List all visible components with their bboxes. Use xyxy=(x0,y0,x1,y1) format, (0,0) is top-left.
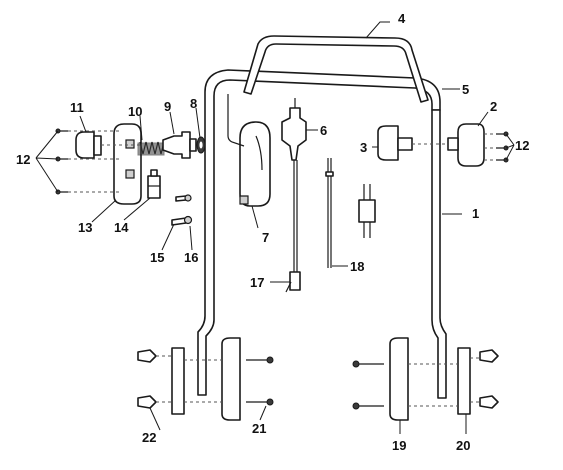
washer-8 xyxy=(196,136,206,154)
clip-14 xyxy=(147,169,161,199)
screws-15-16 xyxy=(171,194,193,226)
part-label-14: 14 xyxy=(114,220,129,235)
leader-lines xyxy=(35,21,515,434)
part-label-19: 19 xyxy=(392,438,406,453)
part-label-8: 8 xyxy=(190,96,197,111)
cap-11 xyxy=(75,131,102,159)
part-label-9: 9 xyxy=(164,99,171,114)
mounting-plate-13 xyxy=(113,123,142,205)
part-label-17: 17 xyxy=(250,275,264,290)
part-label-6: 6 xyxy=(320,123,327,138)
clamp-body-9 xyxy=(162,131,197,159)
part-label-16: 16 xyxy=(184,250,198,265)
small-screws-12-right xyxy=(496,131,509,163)
part-labels: 1 2 3 4 5 6 7 8 9 10 11 12 12 13 14 15 1… xyxy=(16,11,529,453)
bottom-right-plate-19 xyxy=(389,337,471,421)
part-label-18: 18 xyxy=(350,259,364,274)
bottom-left-bolts-21 xyxy=(246,356,274,406)
bottom-right-bolts xyxy=(352,360,384,410)
spring-10 xyxy=(137,141,165,156)
knob-3 xyxy=(377,125,413,161)
cable-17 xyxy=(285,160,301,293)
part-label-20: 20 xyxy=(456,438,470,453)
knob-2 xyxy=(447,123,485,167)
part-label-1: 1 xyxy=(472,206,479,221)
part-label-3: 3 xyxy=(360,140,367,155)
part-label-12-right: 12 xyxy=(515,138,529,153)
part-label-11: 11 xyxy=(70,100,84,115)
part-label-4: 4 xyxy=(398,11,406,26)
bottom-left-wingnuts-22 xyxy=(137,349,157,409)
bottom-left-plate xyxy=(171,337,241,421)
part-label-10: 10 xyxy=(128,104,142,119)
part-label-5: 5 xyxy=(462,82,469,97)
cable-tie-18 xyxy=(325,158,376,268)
small-screws-12-left xyxy=(55,128,68,195)
part-label-7: 7 xyxy=(262,230,269,245)
part-label-2: 2 xyxy=(490,99,497,114)
part-label-13: 13 xyxy=(78,220,92,235)
part-label-15: 15 xyxy=(150,250,164,265)
part-label-22: 22 xyxy=(142,430,156,445)
upper-handle-bar xyxy=(243,35,429,103)
bottom-right-wingnuts-20 xyxy=(479,349,499,409)
lever-cover-7 xyxy=(239,121,271,207)
throttle-lever-6 xyxy=(281,98,307,161)
part-label-12-left: 12 xyxy=(16,152,30,167)
part-label-21: 21 xyxy=(252,421,266,436)
